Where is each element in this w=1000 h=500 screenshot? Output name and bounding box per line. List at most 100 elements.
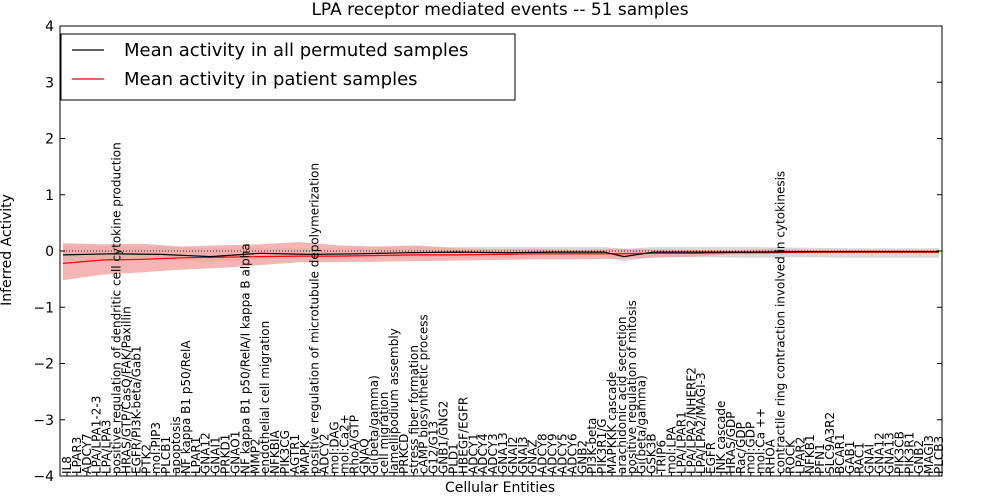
x-tick-label: PI3K-beta bbox=[585, 418, 599, 474]
x-tick-label: cell migration bbox=[377, 392, 391, 474]
x-tick-label: LPA/LPA1-2-3 bbox=[90, 396, 104, 474]
x-tick-label: LPA/LPA3 bbox=[100, 420, 114, 474]
legend: Mean activity in all permuted samples Me… bbox=[60, 33, 516, 101]
x-tick-label: GNB2 bbox=[912, 440, 926, 474]
x-tick-label: EGFR bbox=[704, 442, 718, 474]
x-tick-label: apoptosis bbox=[169, 416, 183, 474]
x-tick-label: ADCY4 bbox=[476, 433, 490, 474]
y-tick-label: −2 bbox=[33, 357, 54, 373]
x-tick-label: PRKD1 bbox=[219, 434, 233, 474]
x-tick-label: positive regulation of mitosis bbox=[625, 300, 639, 474]
x-tick-label: GNAI3 bbox=[516, 436, 530, 474]
series-line-permuted bbox=[62, 251, 939, 258]
x-tick-label: GNAI1 bbox=[209, 436, 223, 474]
x-tick-label: Gi(beta/gamma) bbox=[635, 375, 649, 474]
x-tick-label: PLCB1 bbox=[159, 436, 173, 474]
x-tick-label: ADCY9 bbox=[546, 433, 560, 474]
x-tick-label: lamellipodium assembly bbox=[387, 328, 401, 474]
x-axis-ticks: IL8LPAR3ADCY7LPA/LPA1-2-3LPA/LPA3positiv… bbox=[60, 142, 946, 476]
x-tick-label: ADCY2 bbox=[318, 433, 332, 474]
x-tick-label: cAMP biosynthetic process bbox=[417, 314, 431, 474]
x-tick-label: mol:DAG bbox=[328, 421, 342, 474]
x-tick-label: ADCY8 bbox=[536, 433, 550, 474]
x-tick-label: PFN1 bbox=[813, 443, 827, 474]
x-tick-label: GNA12 bbox=[199, 432, 213, 474]
x-tick-label: MAGI3 bbox=[922, 435, 936, 474]
x-tick-label: ADCY5 bbox=[556, 433, 570, 474]
y-tick-label: 2 bbox=[45, 132, 54, 148]
x-tick-label: TRIP6 bbox=[655, 440, 669, 475]
legend-label-patient: Mean activity in patient samples bbox=[124, 69, 418, 90]
x-tick-label: mol:Ca2+ bbox=[338, 414, 352, 474]
x-tick-label: JNK cascade bbox=[714, 401, 728, 475]
x-tick-label: GAB1 bbox=[843, 441, 857, 474]
x-tick-label: LPAR2 bbox=[793, 437, 807, 474]
x-tick-label: MMP2 bbox=[248, 438, 262, 474]
x-tick-label: GSK3B bbox=[645, 433, 659, 474]
x-tick-label: PRKCD bbox=[397, 434, 411, 474]
x-tick-label: RhoA/GTP bbox=[347, 415, 361, 474]
x-tick-label: EGFR/PI3K-beta/Gab1 bbox=[129, 345, 143, 474]
x-tick-label: HRAS/GDP bbox=[724, 411, 738, 474]
x-tick-label: PIK3CB bbox=[892, 431, 906, 474]
x-tick-label: RHOA bbox=[764, 438, 778, 474]
x-tick-label: NFKBIA bbox=[268, 429, 282, 474]
x-tick-label: GNAZ bbox=[526, 439, 540, 474]
x-tick-label: contractile ring contraction involved in… bbox=[774, 171, 788, 474]
x-tick-label: Rac/GDP bbox=[734, 422, 748, 474]
plot-frame bbox=[59, 25, 943, 477]
x-tick-label: GNB1/GNG2 bbox=[437, 401, 451, 474]
y-axis-label: Inferred Activity bbox=[0, 194, 15, 306]
x-tick-label: Gi(beta/gamma) bbox=[367, 375, 381, 474]
chart-title: LPA receptor mediated events -- 51 sampl… bbox=[311, 0, 688, 20]
x-tick-label: LPA/LPA2/NHERF2 bbox=[684, 367, 698, 474]
x-tick-label: LPAR1 bbox=[189, 437, 203, 474]
x-tick-label: LPA/LPAR1 bbox=[674, 411, 688, 474]
legend-label-permuted: Mean activity in all permuted samples bbox=[124, 40, 468, 61]
line-layer bbox=[62, 251, 939, 264]
x-tick-label: PIK3R1 bbox=[902, 432, 916, 474]
x-tick-label: GNAQ bbox=[357, 438, 371, 474]
y-tick-label: 3 bbox=[45, 75, 54, 91]
x-tick-label: AGTR1 bbox=[288, 434, 302, 474]
x-tick-label: ADCY3 bbox=[486, 433, 500, 474]
x-tick-label: ADCY7 bbox=[80, 433, 94, 474]
series-line-patient bbox=[62, 251, 939, 264]
x-tick-label: IL8 bbox=[60, 456, 74, 474]
x-tick-label: stress fiber formation bbox=[407, 345, 421, 474]
x-tick-label: PTK2 bbox=[139, 444, 153, 474]
x-tick-label: HRAS/GTP/CasQ/FAK/Paxillin bbox=[120, 306, 134, 474]
y-tick-label: 4 bbox=[45, 19, 54, 35]
x-tick-label: NF kappa B1 p50/RelA bbox=[179, 340, 193, 474]
x-tick-label: NF kappa B1 p50/RelA/I kappa B alpha bbox=[238, 243, 252, 474]
x-tick-label: PLCB3 bbox=[932, 436, 946, 474]
x-tick-label: endothelial cell migration bbox=[258, 321, 272, 474]
x-tick-label: MAPKKK cascade bbox=[605, 372, 619, 474]
x-tick-label: GNAO1 bbox=[229, 431, 243, 474]
x-tick-label: PLD1 bbox=[447, 443, 461, 474]
x-tick-label: RAC1 bbox=[853, 442, 867, 474]
x-tick-label: mol:GDP bbox=[744, 422, 758, 474]
x-tick-label: BCAR1 bbox=[833, 433, 847, 474]
x-tick-label: positive regulation of dendritic cell cy… bbox=[110, 142, 124, 474]
x-tick-label: LPAR3 bbox=[70, 437, 84, 474]
x-tick-label: NFKB1 bbox=[803, 434, 817, 474]
x-tick-label: HBEGF/EGFR bbox=[456, 397, 470, 474]
x-tick-label: ROCK bbox=[783, 439, 797, 474]
x-tick-label: SLC9A3R2 bbox=[823, 412, 837, 474]
x-tick-label: GNAI bbox=[863, 444, 877, 474]
x-tick-label: positive regulation of microtubule depol… bbox=[308, 163, 322, 474]
x-tick-label: GNB2 bbox=[575, 440, 589, 474]
x-tick-label: arachidonic acid secretion bbox=[615, 317, 629, 474]
y-tick-label: −4 bbox=[33, 469, 54, 485]
y-tick-label: 0 bbox=[45, 244, 54, 260]
x-tick-label: MAPK bbox=[298, 439, 312, 474]
x-tick-label: mol:PIP3 bbox=[149, 422, 163, 474]
legend-box bbox=[60, 33, 516, 101]
x-tick-label: ADCY1 bbox=[466, 433, 480, 474]
x-tick-label: mol:Ca ++ bbox=[754, 408, 768, 474]
x-tick-label: GNA12 bbox=[873, 432, 887, 474]
x-tick-label: GNAI2 bbox=[506, 436, 520, 474]
